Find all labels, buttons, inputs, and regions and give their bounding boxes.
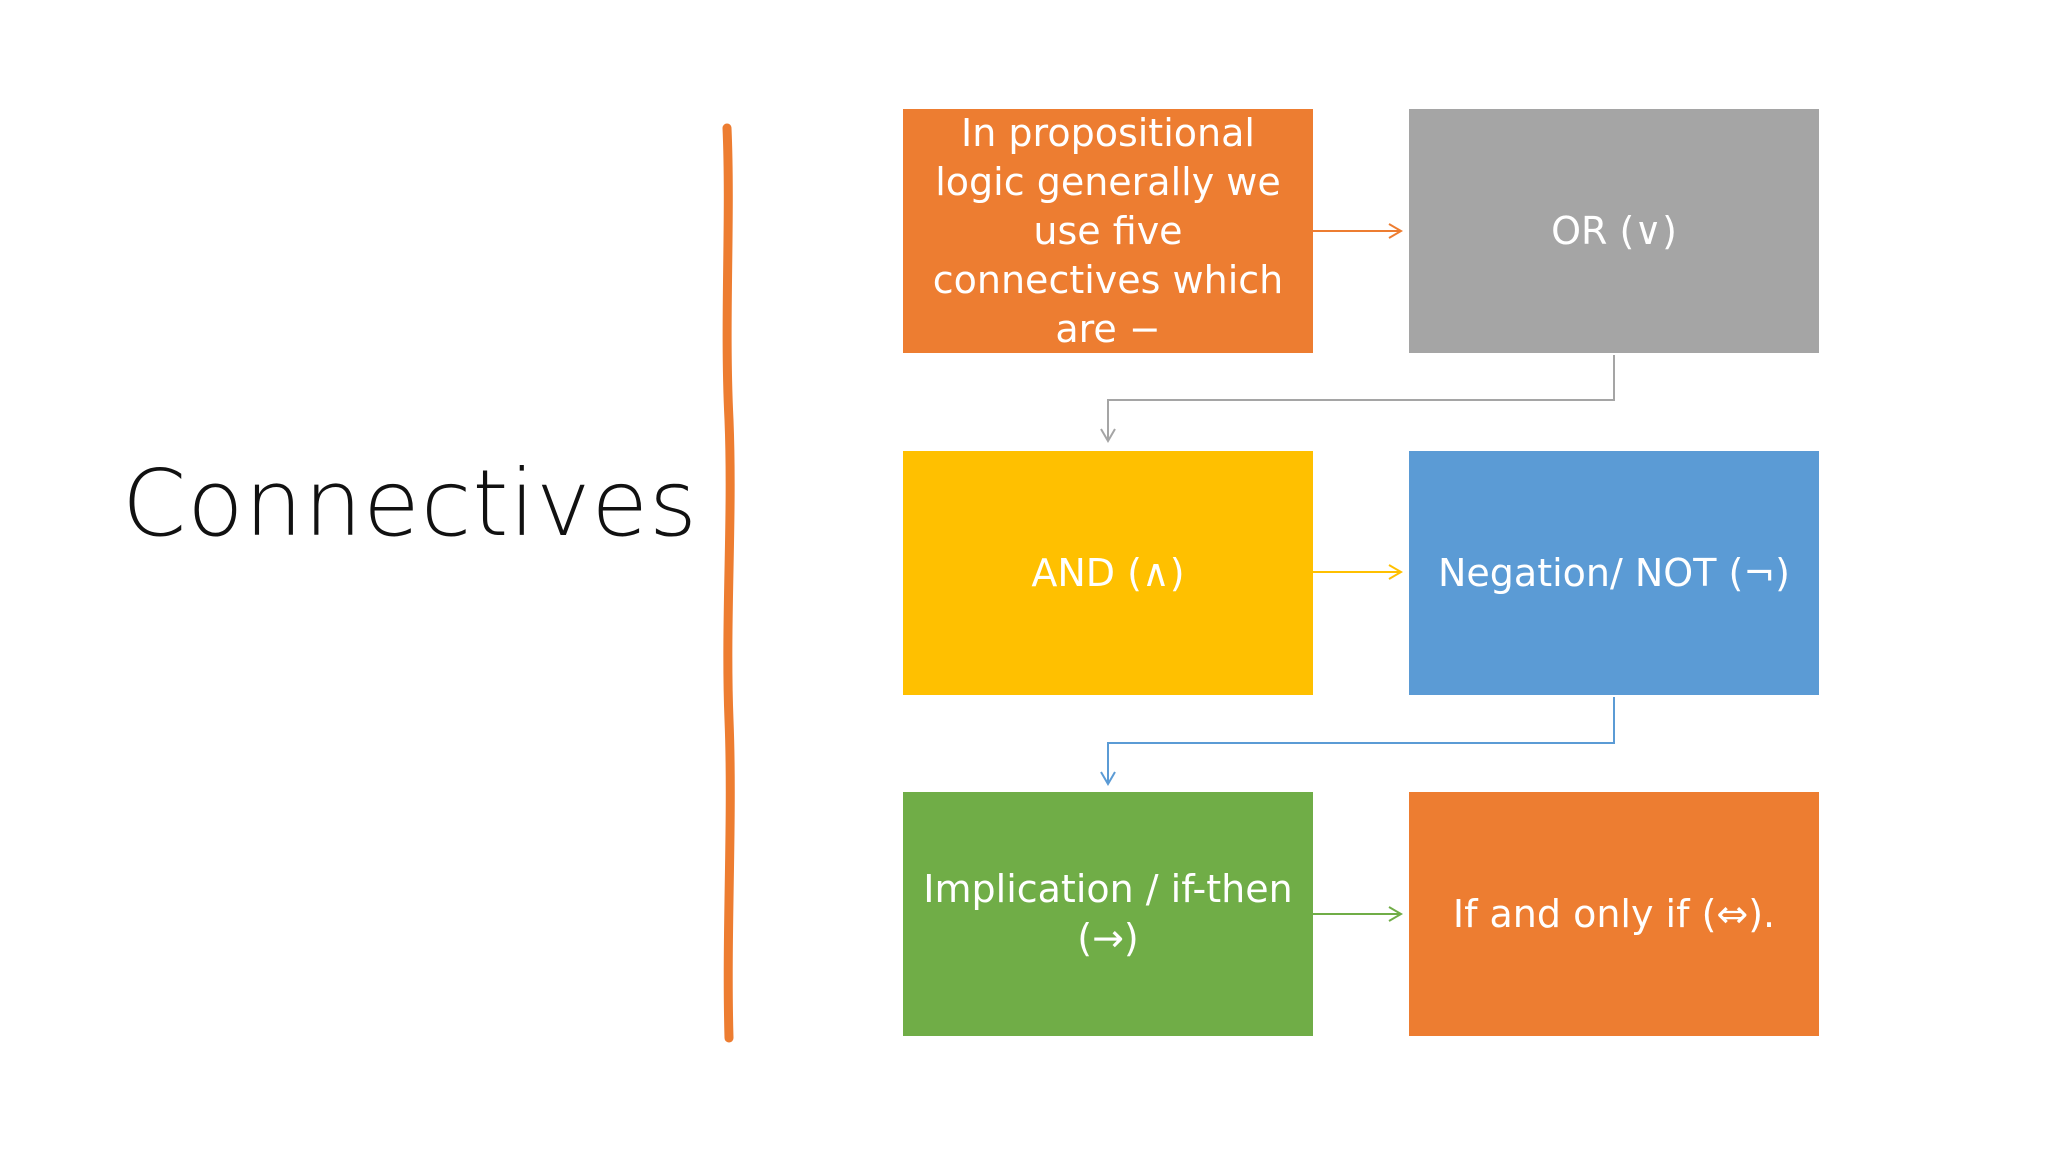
node-implication-text: Implication / if-then (→) [923, 867, 1293, 960]
edge-not-to-implication [1100, 697, 1615, 786]
node-implication: Implication / if-then (→) [903, 792, 1313, 1036]
edge-intro-to-or [1313, 223, 1403, 239]
node-not: Negation/ NOT (¬) [1409, 451, 1819, 695]
edge-or-to-and [1100, 355, 1615, 443]
divider-line [722, 123, 735, 1043]
slide-title: Connectives [122, 450, 698, 557]
node-iff: If and only if (⇔). [1409, 792, 1819, 1036]
node-and-text: AND (∧) [1031, 550, 1185, 595]
node-iff-text: If and only if (⇔). [1452, 891, 1776, 936]
edge-and-to-not [1313, 564, 1403, 580]
node-and: AND (∧) [903, 451, 1313, 695]
node-or-text: OR (∨) [1551, 208, 1677, 253]
node-or: OR (∨) [1409, 109, 1819, 353]
node-not-text: Negation/ NOT (¬) [1437, 550, 1790, 595]
node-intro-text: In propositional logic generally we use … [932, 110, 1284, 351]
node-intro: In propositional logic generally we use … [903, 109, 1313, 353]
edge-implication-to-iff [1313, 906, 1403, 922]
